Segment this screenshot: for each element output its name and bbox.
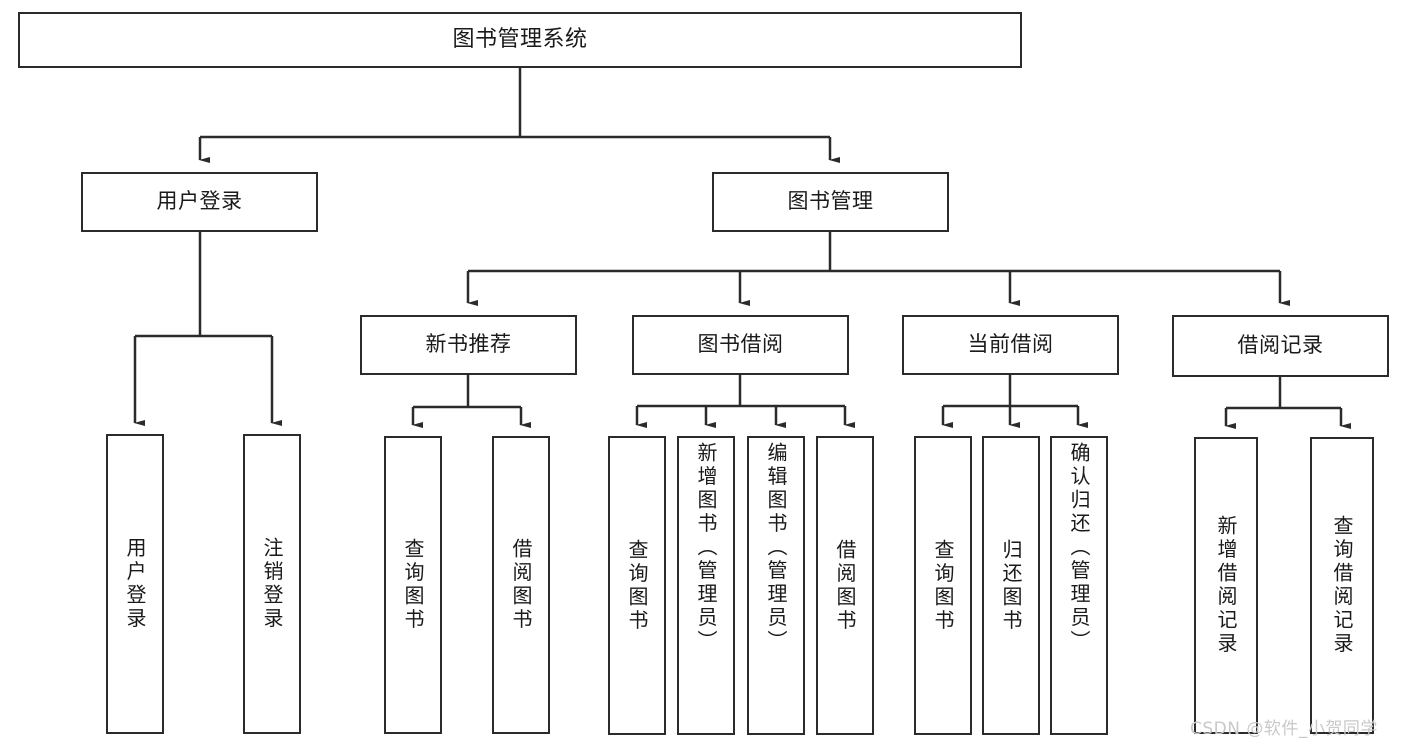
node-label: 借阅图书	[509, 538, 533, 632]
node-label: 查询借阅记录	[1330, 515, 1354, 656]
node-book-borrowing[interactable]: 图书借阅	[632, 315, 849, 375]
node-label: 当前借阅	[967, 332, 1054, 357]
node-current-borrowing[interactable]: 当前借阅	[902, 315, 1119, 375]
csdn-watermark: CSDN @软件_小贺同学	[1190, 719, 1378, 739]
leaf-return-book[interactable]: 归还图书	[982, 436, 1040, 735]
leaf-logout[interactable]: 注销登录	[243, 434, 301, 734]
node-label: 借阅图书	[833, 538, 857, 633]
node-label: 归还图书	[999, 538, 1023, 633]
leaf-confirm-return-admin[interactable]: 确认归还（管理员）	[1050, 436, 1108, 735]
node-new-book-recommendation[interactable]: 新书推荐	[360, 315, 577, 375]
node-label: 注销登录	[260, 537, 284, 631]
node-label: 新书推荐	[425, 332, 512, 357]
node-label: 查询图书	[931, 538, 955, 633]
node-book-management-system[interactable]: 图书管理系统	[18, 12, 1022, 68]
leaf-query-book-new[interactable]: 查询图书	[384, 436, 442, 734]
leaf-query-borrow-record[interactable]: 查询借阅记录	[1310, 437, 1374, 734]
node-label: 确认归还（管理员）	[1067, 442, 1091, 654]
leaf-edit-book-admin[interactable]: 编辑图书（管理员）	[747, 436, 805, 735]
node-label: 图书管理	[787, 189, 874, 214]
node-label: 用户登录	[123, 537, 147, 631]
leaf-add-borrow-record[interactable]: 新增借阅记录	[1194, 437, 1258, 734]
node-label: 新增借阅记录	[1214, 515, 1238, 656]
node-label: 图书管理系统	[452, 26, 588, 52]
leaf-add-book-admin[interactable]: 新增图书（管理员）	[677, 436, 735, 735]
node-book-management[interactable]: 图书管理	[712, 172, 949, 232]
node-label: 查询图书	[401, 538, 425, 632]
node-label: 查询图书	[625, 538, 649, 633]
leaf-borrow-book[interactable]: 借阅图书	[816, 436, 874, 735]
node-label: 编辑图书（管理员）	[764, 442, 788, 654]
leaf-user-login[interactable]: 用户登录	[106, 434, 164, 734]
node-borrowing-records[interactable]: 借阅记录	[1172, 315, 1389, 377]
node-label: 用户登录	[156, 189, 243, 214]
node-label: 借阅记录	[1237, 333, 1324, 358]
leaf-query-book-borrow[interactable]: 查询图书	[608, 436, 666, 735]
node-label: 新增图书（管理员）	[694, 442, 718, 654]
leaf-query-book-current[interactable]: 查询图书	[914, 436, 972, 735]
leaf-borrow-book-new[interactable]: 借阅图书	[492, 436, 550, 734]
node-user-login[interactable]: 用户登录	[81, 172, 318, 232]
node-label: 图书借阅	[697, 332, 784, 357]
